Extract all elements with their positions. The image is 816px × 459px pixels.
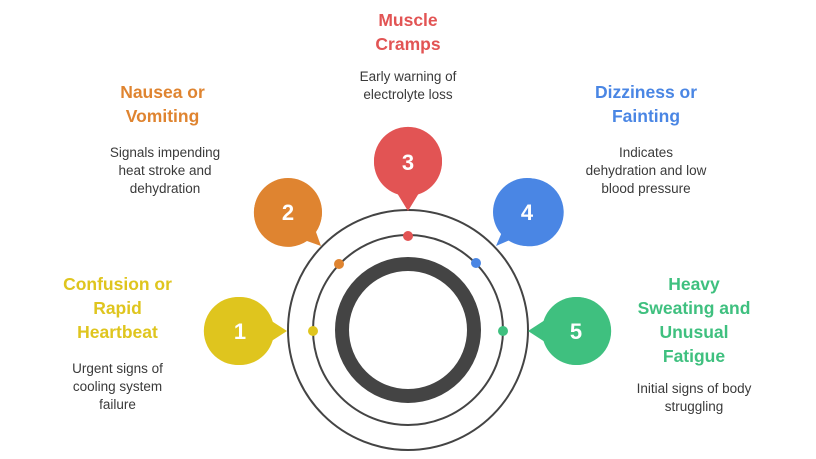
- ring-dot-3: [403, 231, 413, 241]
- ring-dot-4: [471, 258, 481, 268]
- ring-dot-2: [334, 259, 344, 269]
- pin-number-2: 2: [282, 200, 294, 225]
- title-cramps: Muscle Cramps: [375, 10, 441, 54]
- pin-5: 5: [528, 296, 612, 366]
- title-sweating: Heavy Sweating and Unusual Fatigue: [637, 274, 751, 366]
- title-nausea: Nausea or Vomiting: [120, 82, 205, 126]
- desc-confusion: Urgent signs of cooling system failure: [72, 361, 163, 412]
- pin-1: 1: [203, 296, 287, 366]
- pin-number-4: 4: [521, 200, 534, 225]
- title-confusion: Confusion or Rapid Heartbeat: [63, 274, 172, 342]
- ring-dot-5: [498, 326, 508, 336]
- pin-number-1: 1: [234, 319, 246, 344]
- desc-dizziness: Indicates dehydration and low blood pres…: [585, 145, 707, 196]
- ring-dot-1: [308, 326, 318, 336]
- desc-sweating: Initial signs of body struggling: [636, 381, 752, 414]
- pin-number-5: 5: [570, 319, 582, 344]
- desc-cramps: Early warning of electrolyte loss: [359, 69, 457, 102]
- pin-number-3: 3: [402, 150, 414, 175]
- pin-2: 2: [253, 178, 322, 247]
- pin-3: 3: [373, 126, 442, 211]
- pin-4: 4: [493, 178, 564, 247]
- desc-nausea: Signals impending heat stroke and dehydr…: [109, 145, 221, 196]
- center-ring: [335, 257, 481, 403]
- title-dizziness: Dizziness or Fainting: [594, 82, 698, 126]
- outer-ring: [287, 209, 529, 451]
